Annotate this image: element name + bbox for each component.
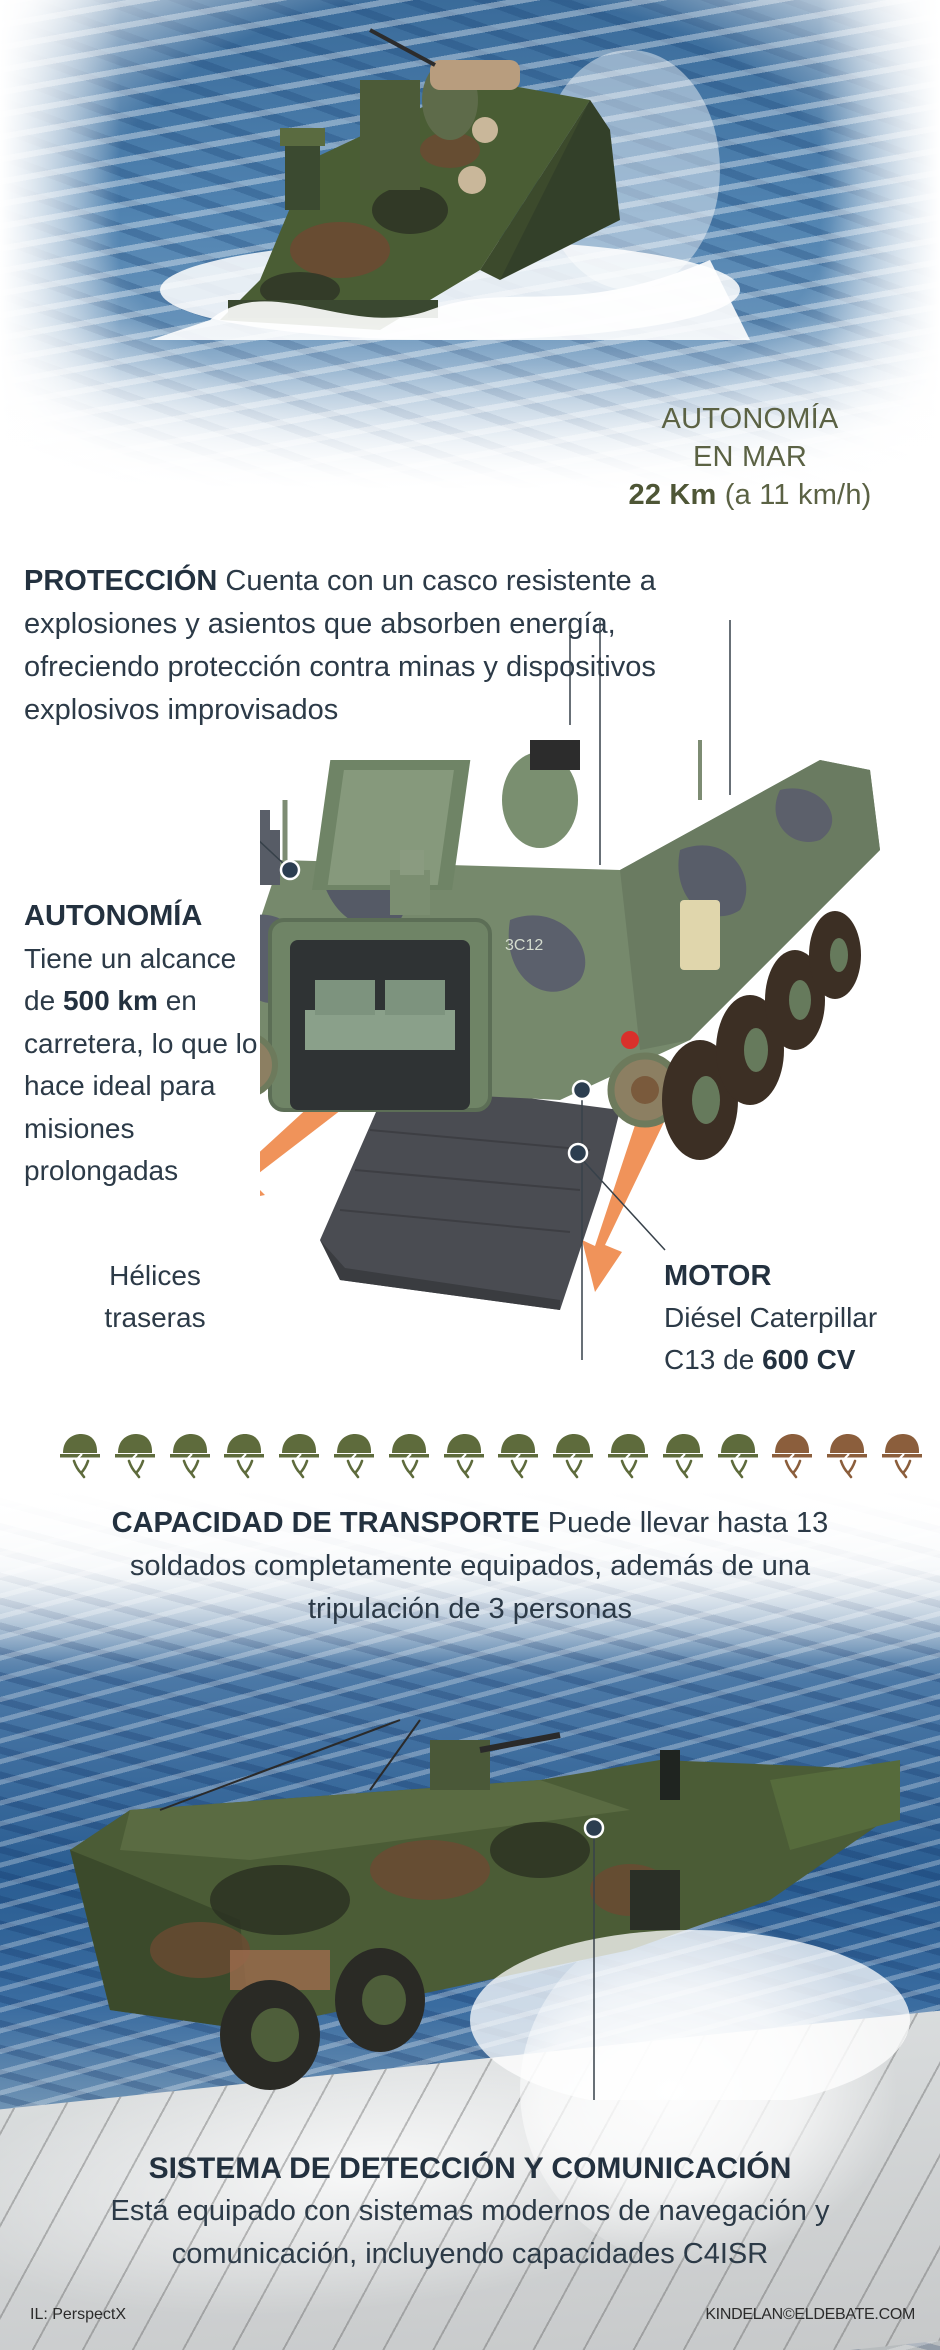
photo-fade-bottom (0, 320, 940, 520)
propellers-label-2: traseras (104, 1302, 206, 1333)
motor-line-2-prefix: C13 de (664, 1344, 755, 1375)
soldier-helmet-icon (717, 1433, 758, 1479)
propellers-label: Hélices traseras (60, 1255, 250, 1339)
acv-vehicle-landing-photo (70, 1719, 910, 2100)
detection-title: SISTEMA DE DETECCIÓN Y COMUNICACIÓN (148, 2152, 792, 2185)
motor-title: MOTOR (664, 1260, 772, 1292)
sea-autonomy-callout: AUTONOMÍA EN MAR 22 Km (a 11 km/h) (600, 400, 900, 514)
soldier-helmet-icon (333, 1433, 374, 1479)
soldier-helmet-icon (60, 1433, 100, 1479)
protection-text: Cuenta con un casco resistente a explosi… (24, 565, 656, 726)
crew-helmet-icon (881, 1433, 922, 1479)
soldier-helmet-icon (388, 1433, 429, 1479)
autonomy-range: 500 km (62, 985, 158, 1016)
transport-title: CAPACIDAD DE TRANSPORTE (111, 1507, 540, 1539)
thrust-arrow-right-icon (582, 1110, 665, 1292)
soldier-helmet-icon (498, 1433, 539, 1479)
protection-callout: PROTECCIÓN Cuenta con un casco resistent… (24, 560, 704, 732)
autonomy-text-after: en carretera, lo que lo hace ideal para … (24, 985, 258, 1186)
crew-helmet-icon (772, 1433, 813, 1479)
soldier-helmet-icon (662, 1433, 703, 1479)
author-credit: KINDELAN©ELDEBATE.COM (705, 2306, 915, 2323)
detection-text: Está equipado con sistemas modernos de n… (110, 2195, 830, 2270)
transport-callout: CAPACIDAD DE TRANSPORTE Puede llevar has… (60, 1502, 880, 1631)
sea-photo-top (0, 0, 940, 520)
soldier-helmet-icon (553, 1433, 594, 1479)
helmet-capacity-row (60, 1433, 922, 1483)
callout-dots (279, 859, 593, 1164)
soldier-helmet-icon (224, 1433, 265, 1479)
sea-autonomy-value: 22 Km (a 11 km/h) (600, 476, 900, 514)
autonomy-title: AUTONOMÍA (24, 900, 203, 932)
sea-autonomy-label-2: EN MAR (693, 441, 807, 473)
motor-power: 600 CV (762, 1344, 856, 1375)
autonomy-text-before: Tiene un alcance de (24, 942, 237, 1017)
motor-line-2: C13 de 600 CV (664, 1339, 934, 1381)
sea-autonomy-label-1: AUTONOMÍA (661, 403, 839, 435)
illustration-credit: IL: PerspectX (30, 2306, 127, 2323)
motor-line-1: Diésel Caterpillar (664, 1302, 878, 1333)
acv-vehicle-illustration: 3C12 (260, 620, 880, 1360)
motor-callout: MOTOR Diésel Caterpillar C13 de 600 CV (664, 1255, 934, 1381)
soldier-helmet-icon (279, 1433, 320, 1479)
soldier-helmet-icon (607, 1433, 648, 1479)
sea-autonomy-distance: 22 Km (628, 479, 717, 511)
soldier-helmet-icon (443, 1433, 484, 1479)
sea-autonomy-speed: (a 11 km/h) (724, 479, 872, 511)
soldier-helmet-icon (169, 1433, 210, 1479)
protection-title: PROTECCIÓN (24, 565, 218, 597)
detection-callout: SISTEMA DE DETECCIÓN Y COMUNICACIÓN Está… (40, 2147, 900, 2276)
crew-helmet-icon (827, 1433, 868, 1479)
autonomy-callout: AUTONOMÍA Tiene un alcance de 500 km en … (24, 895, 269, 1193)
propellers-label-1: Hélices (109, 1260, 201, 1291)
transport-text: Puede llevar hasta 13 soldados completam… (129, 1507, 829, 1625)
soldier-helmet-icon (114, 1433, 155, 1479)
amphibious-vehicle-at-sea-photo (150, 28, 750, 340)
photo-fade-top (0, 1490, 940, 1660)
vehicle-marking: 3C12 (505, 937, 543, 954)
